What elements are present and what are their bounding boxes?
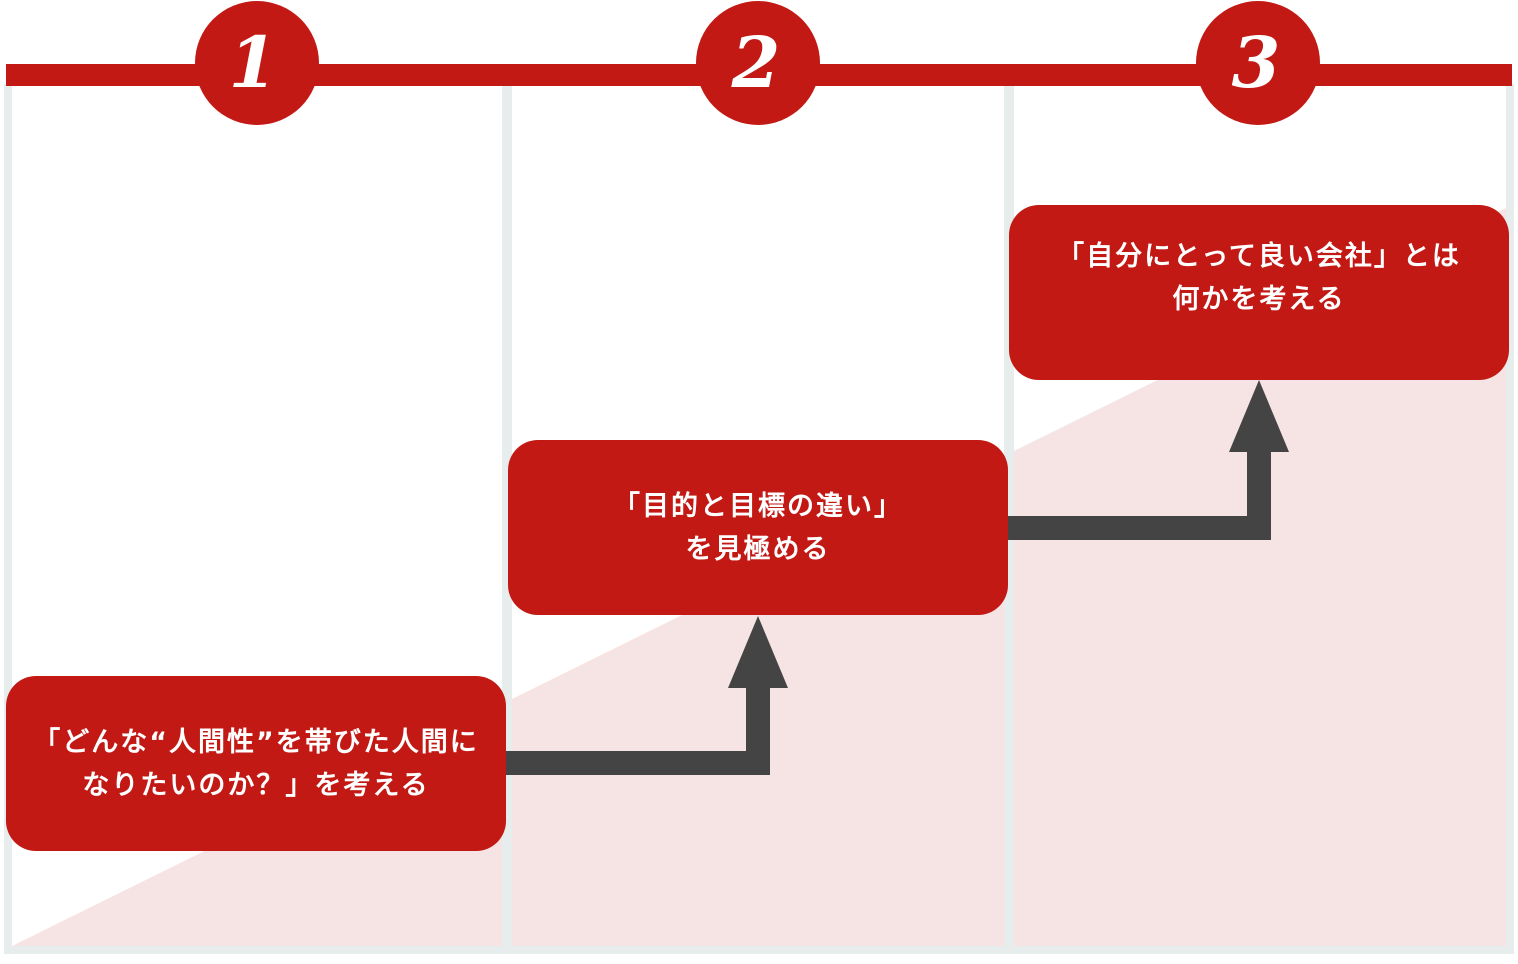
- arrow-shaft: [1008, 442, 1271, 540]
- step-circle: [1196, 1, 1320, 125]
- step-box-3: 「自分にとって良い会社」とは 何かを考える: [1009, 205, 1509, 380]
- step-circle: [696, 1, 820, 125]
- step-arrow-2-to-3: [1008, 380, 1289, 540]
- step-text-line: を見極める: [685, 533, 831, 565]
- step-marker-1: 1: [195, 1, 319, 125]
- step-text-line: なりたいのか？」を考える: [82, 769, 430, 801]
- step-text-line: 「自分にとって良い会社」とは: [1057, 240, 1461, 272]
- arrow-shaft: [506, 678, 770, 775]
- arrow-head-icon: [728, 616, 788, 688]
- step-box-2: 「目的と目標の違い」 を見極める: [508, 440, 1008, 615]
- frame-bottom: [4, 946, 1514, 954]
- frame-right: [1506, 84, 1514, 952]
- step-number: 1: [229, 21, 278, 104]
- step-text-line: 「どんな“人間性”を帯びた人間に: [33, 726, 479, 758]
- column-divider-1: [502, 84, 512, 952]
- step-text: 「目的と目標の違い」 を見極める: [613, 485, 903, 571]
- step-text-line: 「目的と目標の違い」: [613, 490, 903, 522]
- step-number: 2: [731, 21, 781, 104]
- frame-left: [4, 84, 12, 952]
- arrow-head-icon: [1229, 380, 1289, 452]
- step-circle: [195, 1, 319, 125]
- step-box-1: 「どんな“人間性”を帯びた人間に なりたいのか？」を考える: [6, 676, 506, 851]
- step-text: 「自分にとって良い会社」とは 何かを考える: [1057, 235, 1461, 321]
- step-marker-3: 3: [1196, 1, 1320, 125]
- step-text-line: 何かを考える: [1172, 283, 1346, 315]
- step-marker-2: 2: [696, 1, 820, 125]
- step-number: 3: [1232, 21, 1281, 104]
- step-arrow-1-to-2: [506, 616, 788, 775]
- step-text: 「どんな“人間性”を帯びた人間に なりたいのか？」を考える: [33, 721, 479, 807]
